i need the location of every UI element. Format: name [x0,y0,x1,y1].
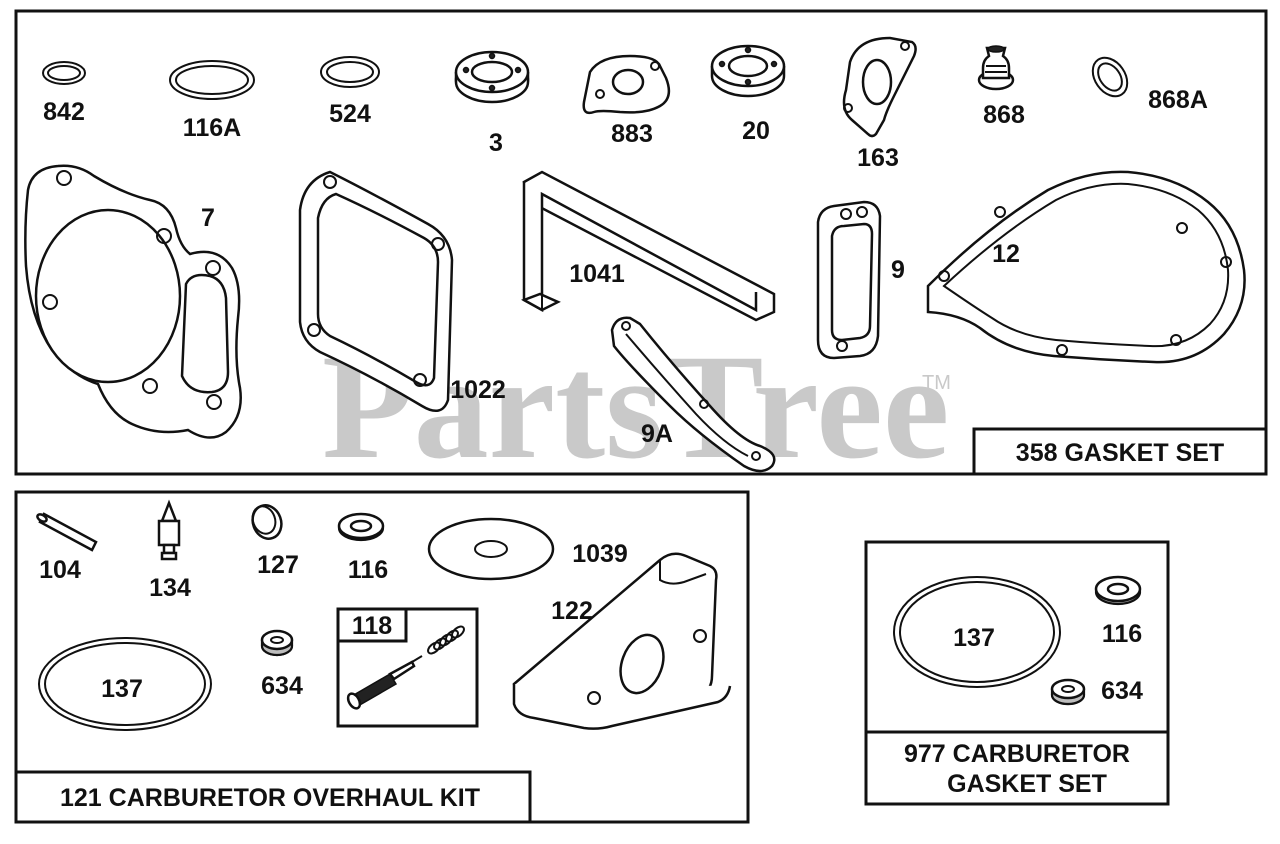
part-127-welch-plug [251,504,283,540]
part-118-screw [346,655,423,710]
part-1022-cover-gasket [298,170,454,413]
part-137-oring [38,637,212,731]
part-163-gasket [842,36,917,138]
part-104-pin [36,512,98,552]
label-20: 20 [742,117,770,145]
label-116-set: 116 [1102,620,1142,648]
label-137-set: 137 [953,624,995,652]
part-1039-diaphragm [427,517,555,581]
part-12-crankcase-gasket [926,170,1246,364]
part-883-gasket [582,54,671,115]
label-883: 883 [611,120,653,148]
overhaul-kit-title-box [14,770,532,824]
label-868a: 868A [1148,86,1208,114]
label-104: 104 [39,556,81,584]
label-842: 842 [43,98,85,126]
part-9-gasket [816,200,882,360]
label-1041: 1041 [569,260,625,288]
label-118: 118 [352,612,392,640]
label-116a: 116A [183,114,241,142]
label-9a: 9A [641,420,673,448]
part-137-oring-set [893,576,1061,688]
part-118-label-box [336,607,408,643]
carb-gasket-set-panel: 977 CARBURETOR GASKET SET 137 116 634 [864,540,1170,806]
label-868: 868 [983,101,1025,129]
label-9: 9 [891,256,905,284]
label-3: 3 [489,129,503,157]
part-118-mixture-screw-group: 118 [336,607,479,728]
part-1041-seal-strip [521,170,776,322]
part-868a-washer [1091,56,1129,98]
gasket-set-title-box [972,427,1268,476]
label-12: 12 [992,240,1020,268]
part-524-oring [320,56,380,88]
label-122: 122 [551,597,593,625]
label-7: 7 [201,204,215,232]
overhaul-kit-panel: 121 CARBURETOR OVERHAUL KIT 104 134 127 … [14,490,750,824]
part-116a-oring [169,60,255,100]
gasket-set-panel: 358 GASKET SET 842 116A 524 [14,9,1268,476]
part-116-washer [337,512,385,542]
gasket-set-frame [14,9,1268,476]
carb-gasket-set-title-line2: GASKET SET [947,770,1107,798]
part-868-valve-seal [977,45,1015,91]
part-116-washer-set [1094,575,1142,606]
part-842-oring [42,61,86,85]
label-524: 524 [329,100,371,128]
carb-gasket-set-title-line1: 977 CARBURETOR [904,740,1130,768]
gasket-set-title: 358 GASKET SET [1016,439,1224,467]
label-116: 116 [348,556,388,584]
part-122-spacer [512,552,732,730]
overhaul-kit-title: 121 CARBURETOR OVERHAUL KIT [60,784,480,812]
label-127: 127 [257,551,299,579]
part-634-washer-set [1050,678,1086,706]
label-163: 163 [857,144,899,172]
label-634: 634 [261,672,303,700]
carb-gasket-set-title-box [864,730,1170,806]
part-20-oil-seal [710,44,786,98]
part-9a-gasket [610,316,776,473]
label-1022: 1022 [450,376,506,404]
part-7-head-gasket [24,164,242,439]
label-634-set: 634 [1101,677,1143,705]
part-134-inlet-needle [157,499,181,561]
label-134: 134 [149,574,191,602]
label-137: 137 [101,675,143,703]
label-1039: 1039 [572,540,628,568]
part-3-oil-seal [454,50,530,104]
part-634-washer [260,629,294,657]
watermark-trademark: TM [922,372,951,394]
part-118-spring [427,625,465,655]
